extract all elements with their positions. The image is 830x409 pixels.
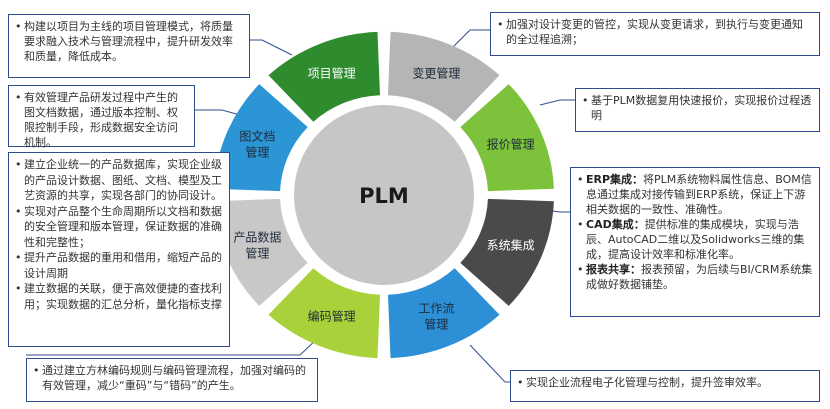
pdm-desc-3: 提升产品数据的重用和借用，缩短产品的设计周期: [15, 250, 223, 281]
connector-quote: [539, 99, 575, 106]
change-desc: 加强对设计变更的管控，实现从变更请求，到执行与变更通知的全过程追溯；: [497, 17, 813, 47]
cad-desc: 提供标准的集成模块，实现与浩辰、AutoCAD二维以及Solidworks三维的…: [586, 218, 805, 261]
pdm-box: 建立企业统一的产品数据库，实现企业级的产品设计数据、图纸、文档、模型及工艺资源的…: [8, 152, 230, 347]
segment-workflow: [387, 268, 500, 359]
cad-item: CAD集成：提供标准的集成模块，实现与浩辰、AutoCAD二维以及Solidwo…: [577, 217, 813, 262]
doc-box: 有效管理产品研发过程中产生的图文档数据，通过版本控制、权限控制手段，形成数据安全…: [8, 85, 195, 150]
connector-workflow: [469, 344, 510, 383]
workflow-desc: 实现企业流程电子化管理与控制，提升签审效率。: [517, 375, 813, 390]
coding-desc: 通过建立方林编码规则与编码管理流程，加强对编码的有效管理，减少“重码”与“错码”…: [33, 363, 311, 393]
segment-doc: [214, 84, 308, 192]
segment-label-coding: 编码管理: [308, 309, 356, 324]
segment-label-quote: 报价管理: [487, 137, 535, 152]
quote-box: 基于PLM数据复用快速报价，实现报价过程透明: [575, 88, 820, 132]
segment-pdm: [214, 198, 308, 306]
segment-label-pdm: 产品数据管理: [233, 229, 281, 260]
coding-box: 通过建立方林编码规则与编码管理流程，加强对编码的有效管理，减少“重码”与“错码”…: [26, 358, 318, 402]
integration-box: ERP集成：将PLM系统物料属性信息、BOM信息通过集成对接传输到ERP系统，保…: [570, 167, 820, 317]
segment-integration: [460, 198, 554, 306]
erp-title: ERP集成：: [586, 173, 644, 186]
segment-change: [387, 31, 500, 122]
pdm-desc-1: 建立企业统一的产品数据库，实现企业级的产品设计数据、图纸、文档、模型及工艺资源的…: [15, 157, 223, 204]
erp-desc: 将PLM系统物料属性信息、BOM信息通过集成对接传输到ERP系统，保证上下游相关…: [586, 173, 812, 216]
connector-coding: [26, 337, 319, 356]
center-circle: [294, 105, 474, 285]
quote-desc: 基于PLM数据复用快速报价，实现报价过程透明: [582, 93, 813, 123]
segment-project: [268, 31, 381, 122]
segment-label-project: 项目管理: [308, 65, 356, 80]
connector-change: [447, 29, 490, 53]
report-item: 报表共享：报表预留，为后续与BI/CRM系统集成做好数据铺垫。: [577, 262, 813, 292]
segment-label-change: 变更管理: [412, 65, 460, 80]
pdm-desc-4: 建立数据的关联，便于高效便捷的查找利用；实现数据的汇总分析，量化指标支撑: [15, 281, 223, 312]
workflow-box: 实现企业流程电子化管理与控制，提升签审效率。: [510, 370, 820, 402]
segment-label-integration: 系统集成: [487, 237, 535, 252]
cad-title: CAD集成：: [586, 218, 645, 231]
report-title: 报表共享：: [586, 263, 641, 276]
segment-label-workflow: 工作流管理: [418, 302, 454, 332]
project-box: 构建以项目为主线的项目管理模式，将质量要求融入技术与管理流程中，提升研发效率和质…: [8, 14, 250, 78]
doc-desc: 有效管理产品研发过程中产生的图文档数据，通过版本控制、权限控制手段，形成数据安全…: [15, 90, 188, 150]
segment-quote: [460, 84, 554, 192]
connector-project: [250, 39, 293, 56]
segment-label-doc: 图文档管理: [239, 129, 275, 160]
project-desc: 构建以项目为主线的项目管理模式，将质量要求融入技术与管理流程中，提升研发效率和质…: [15, 19, 243, 64]
report-desc: 报表预留，为后续与BI/CRM系统集成做好数据铺垫。: [586, 263, 813, 291]
change-box: 加强对设计变更的管控，实现从变更请求，到执行与变更通知的全过程追溯；: [490, 12, 820, 56]
pdm-desc-2: 实现对产品整个生命周期所以文档和数据的安全管理和版本管理，保证数据的准确性和完整…: [15, 204, 223, 251]
erp-item: ERP集成：将PLM系统物料属性信息、BOM信息通过集成对接传输到ERP系统，保…: [577, 172, 813, 217]
center-label: PLM: [359, 184, 409, 208]
segment-coding: [268, 268, 381, 359]
